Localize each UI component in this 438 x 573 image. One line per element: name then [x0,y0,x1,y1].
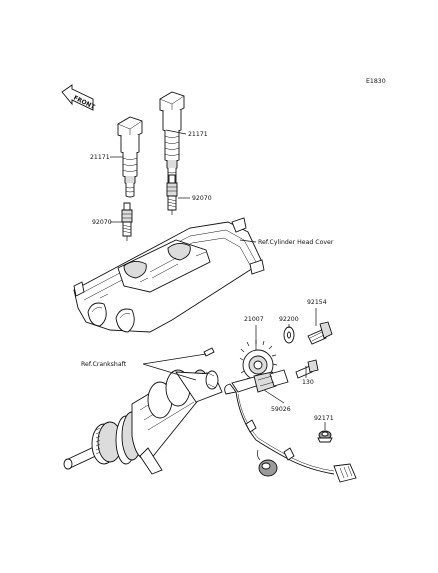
label-ignition-coil-left: 21171 [90,154,110,161]
leader-lines [110,129,326,430]
label-ref-cylinder-head-cover: Ref.Cylinder Head Cover [258,239,334,246]
rotor-gear [239,340,278,386]
label-ref-crankshaft: Ref.Crankshaft [81,361,127,368]
label-crankshaft-sensor: 59026 [271,406,291,413]
sensor-harness [235,391,357,483]
washer [283,326,295,344]
label-rotor: 21007 [244,316,264,323]
front-arrow-icon: FRONT [61,84,97,111]
sensor-bolt [295,359,319,379]
label-spark-plug-left: 92070 [92,219,112,226]
ignition-coil-right [159,91,185,188]
label-rotor-bolt: 92154 [307,299,327,306]
cylinder-head-cover [73,217,265,333]
crankshaft-sensor [224,369,289,395]
label-spark-plug-right: 92070 [192,195,212,202]
ignition-coil-left [117,116,143,198]
label-harness-clamp: 92171 [314,415,334,422]
label-sensor-bolt: 130 [302,379,314,386]
harness-clamp [317,430,333,443]
spark-plug-left [121,202,133,241]
label-ignition-coil-right: 21171 [188,131,208,138]
spark-plug-right [166,174,178,215]
rotor-bolt [307,321,333,345]
diagram-id: E1830 [366,78,386,85]
crankshaft [63,369,223,475]
harness-grommet [256,449,278,477]
label-washer: 92200 [279,316,299,323]
crankshaft-key [203,347,215,357]
